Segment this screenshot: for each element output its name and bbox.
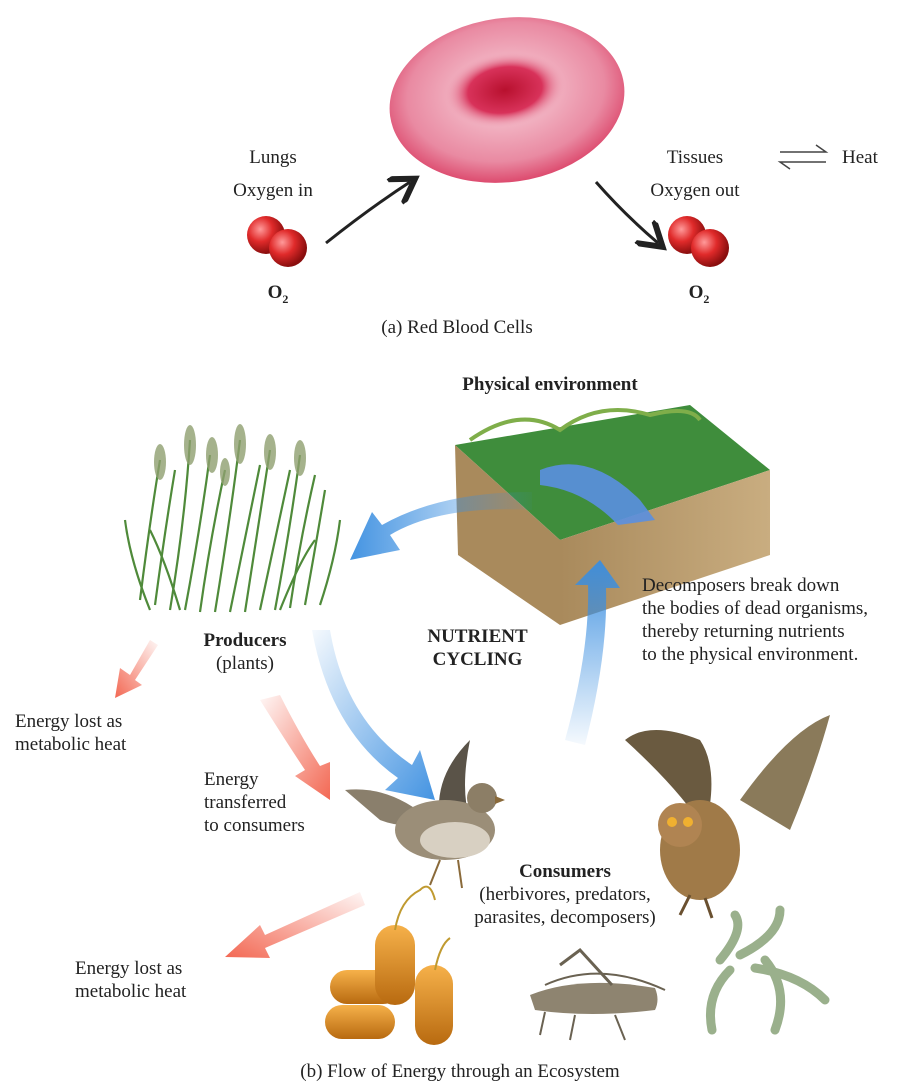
oxygen-in-label: Oxygen in <box>218 179 328 202</box>
o2-right-label: O2 <box>674 281 724 306</box>
energy-lost-top-label: Energy lost as metabolic heat <box>15 710 126 756</box>
consumers-sub-label: (herbivores, predators, parasites, decom… <box>440 883 690 929</box>
tissues-label: Tissues <box>650 146 740 169</box>
nutrient-cycling-label: NUTRIENT CYCLING <box>395 625 560 671</box>
decomposers-note: Decomposers break down the bodies of dea… <box>642 574 868 666</box>
o2-left-label: O2 <box>253 281 303 306</box>
heat-loss-arrow-bottom <box>225 892 365 958</box>
heat-label: Heat <box>842 146 878 169</box>
oxygen-molecule-left-icon <box>247 216 307 267</box>
caption-a: (a) Red Blood Cells <box>357 316 557 339</box>
producers-label: Producers <box>190 629 300 652</box>
lungs-label: Lungs <box>228 146 318 169</box>
consumers-label: Consumers <box>470 860 660 883</box>
energy-lost-bottom-label: Energy lost as metabolic heat <box>75 957 186 1003</box>
oxygen-in-arrow <box>326 182 410 243</box>
oxygen-molecule-right-icon <box>668 216 729 267</box>
equilibrium-arrows-icon <box>780 145 826 169</box>
grass-seedheads-icon <box>154 424 306 486</box>
worms-icon <box>710 910 825 1030</box>
caption-b: (b) Flow of Energy through an Ecosystem <box>270 1060 650 1083</box>
physical-environment-label: Physical environment <box>430 373 670 396</box>
oxygen-out-label: Oxygen out <box>635 179 755 202</box>
heat-loss-arrow-top <box>115 640 158 698</box>
energy-transferred-label: Energy transferred to consumers <box>204 768 305 837</box>
red-blood-cell-icon <box>379 2 636 197</box>
producers-sub-label: (plants) <box>190 652 300 675</box>
grasshopper-icon <box>530 950 665 1040</box>
